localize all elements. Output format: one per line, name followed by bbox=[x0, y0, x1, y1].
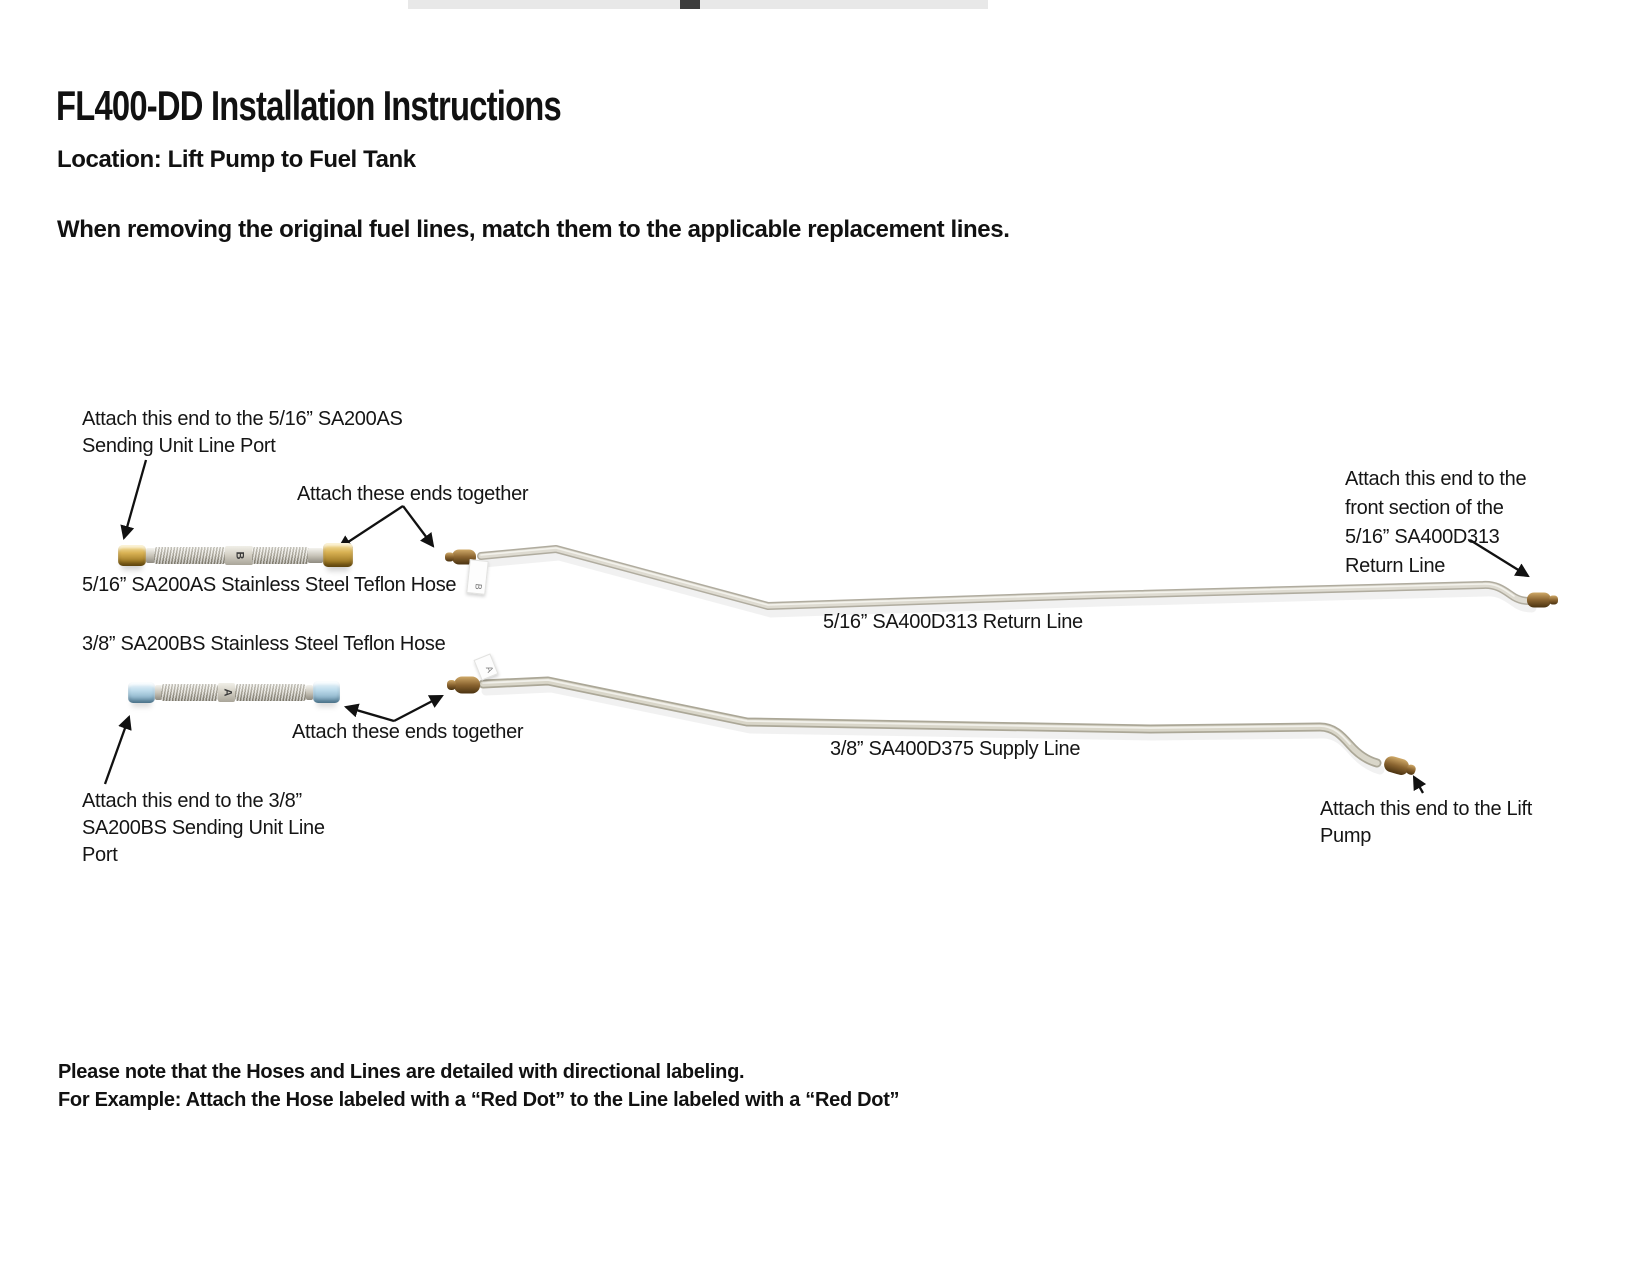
location-line: Location: Lift Pump to Fuel Tank bbox=[57, 146, 416, 173]
callout-arrows bbox=[103, 459, 1530, 794]
callout-ends-together-bottom: Attach these ends together bbox=[292, 721, 524, 743]
return-line-direction-tag: B bbox=[466, 559, 489, 595]
return-tag-letter: B bbox=[473, 583, 485, 591]
hose-sa200bs: A bbox=[128, 681, 340, 704]
return-line-tube bbox=[477, 545, 1533, 610]
hose2-ferrule: A bbox=[218, 683, 235, 702]
callout-lift-pump: Attach this end to the Lift Pump bbox=[1320, 798, 1533, 847]
hose2-braid bbox=[161, 684, 218, 701]
arrow-ends-top-right bbox=[402, 505, 435, 548]
label-return-line: 5/16” SA400D313 Return Line bbox=[823, 611, 1083, 633]
arrow-hose1-port bbox=[120, 459, 148, 541]
arrow-hose2-port bbox=[103, 714, 132, 785]
hose1-left-nut bbox=[118, 545, 146, 566]
supply-line-right-fitting bbox=[1384, 756, 1416, 775]
callout-ends-together-top: Attach these ends together bbox=[297, 483, 529, 505]
footer-note-2: For Example: Attach the Hose labeled wit… bbox=[58, 1089, 900, 1111]
hose1-right-collar bbox=[308, 548, 323, 563]
callout-return-front: Attach this end to the front section of … bbox=[1345, 468, 1527, 577]
label-hose1: 5/16” SA200AS Stainless Steel Teflon Hos… bbox=[82, 574, 457, 596]
supply-line-tube bbox=[478, 676, 1382, 768]
hose1-right-nut bbox=[323, 543, 353, 567]
hose2-right-nut bbox=[313, 681, 340, 703]
supply-line-left-fitting bbox=[447, 676, 480, 694]
arrow-ends-bottom-right bbox=[393, 694, 444, 723]
hose2-right-collar bbox=[306, 685, 313, 700]
hose1-left-collar bbox=[146, 548, 155, 563]
hose1-braid bbox=[252, 547, 309, 564]
label-hose2: 3/8” SA200BS Stainless Steel Teflon Hose bbox=[82, 633, 446, 655]
top-scan-strip bbox=[408, 0, 988, 9]
callout-hose1-port: Attach this end to the 5/16” SA200AS Sen… bbox=[82, 408, 403, 457]
label-supply-line: 3/8” SA400D375 Supply Line bbox=[830, 738, 1081, 760]
callout-hose2-port: Attach this end to the 3/8” SA200BS Send… bbox=[82, 790, 325, 866]
hose2-braid bbox=[235, 684, 306, 701]
hose1-direction-letter: B bbox=[233, 551, 246, 560]
instruction-line: When removing the original fuel lines, m… bbox=[57, 216, 1010, 243]
arrow-return-front bbox=[1469, 539, 1530, 578]
page-title: FL400-DD Installation Instructions bbox=[56, 82, 562, 129]
footer-note-1: Please note that the Hoses and Lines are… bbox=[58, 1061, 745, 1083]
supply-tag-letter: A bbox=[483, 664, 496, 674]
top-strip-mark bbox=[680, 0, 700, 9]
arrow-ends-bottom-left bbox=[343, 703, 395, 723]
hose2-left-nut bbox=[128, 682, 155, 703]
hose2-direction-letter: A bbox=[220, 688, 233, 697]
arrow-lift-pump bbox=[1412, 775, 1427, 794]
arrow-ends-top-left bbox=[337, 505, 404, 550]
hose2-left-collar bbox=[155, 685, 162, 700]
hose1-braid bbox=[154, 547, 226, 564]
return-line-right-fitting bbox=[1527, 592, 1558, 608]
hose-sa200as: B bbox=[118, 543, 353, 568]
hose1-ferrule: B bbox=[225, 546, 253, 565]
